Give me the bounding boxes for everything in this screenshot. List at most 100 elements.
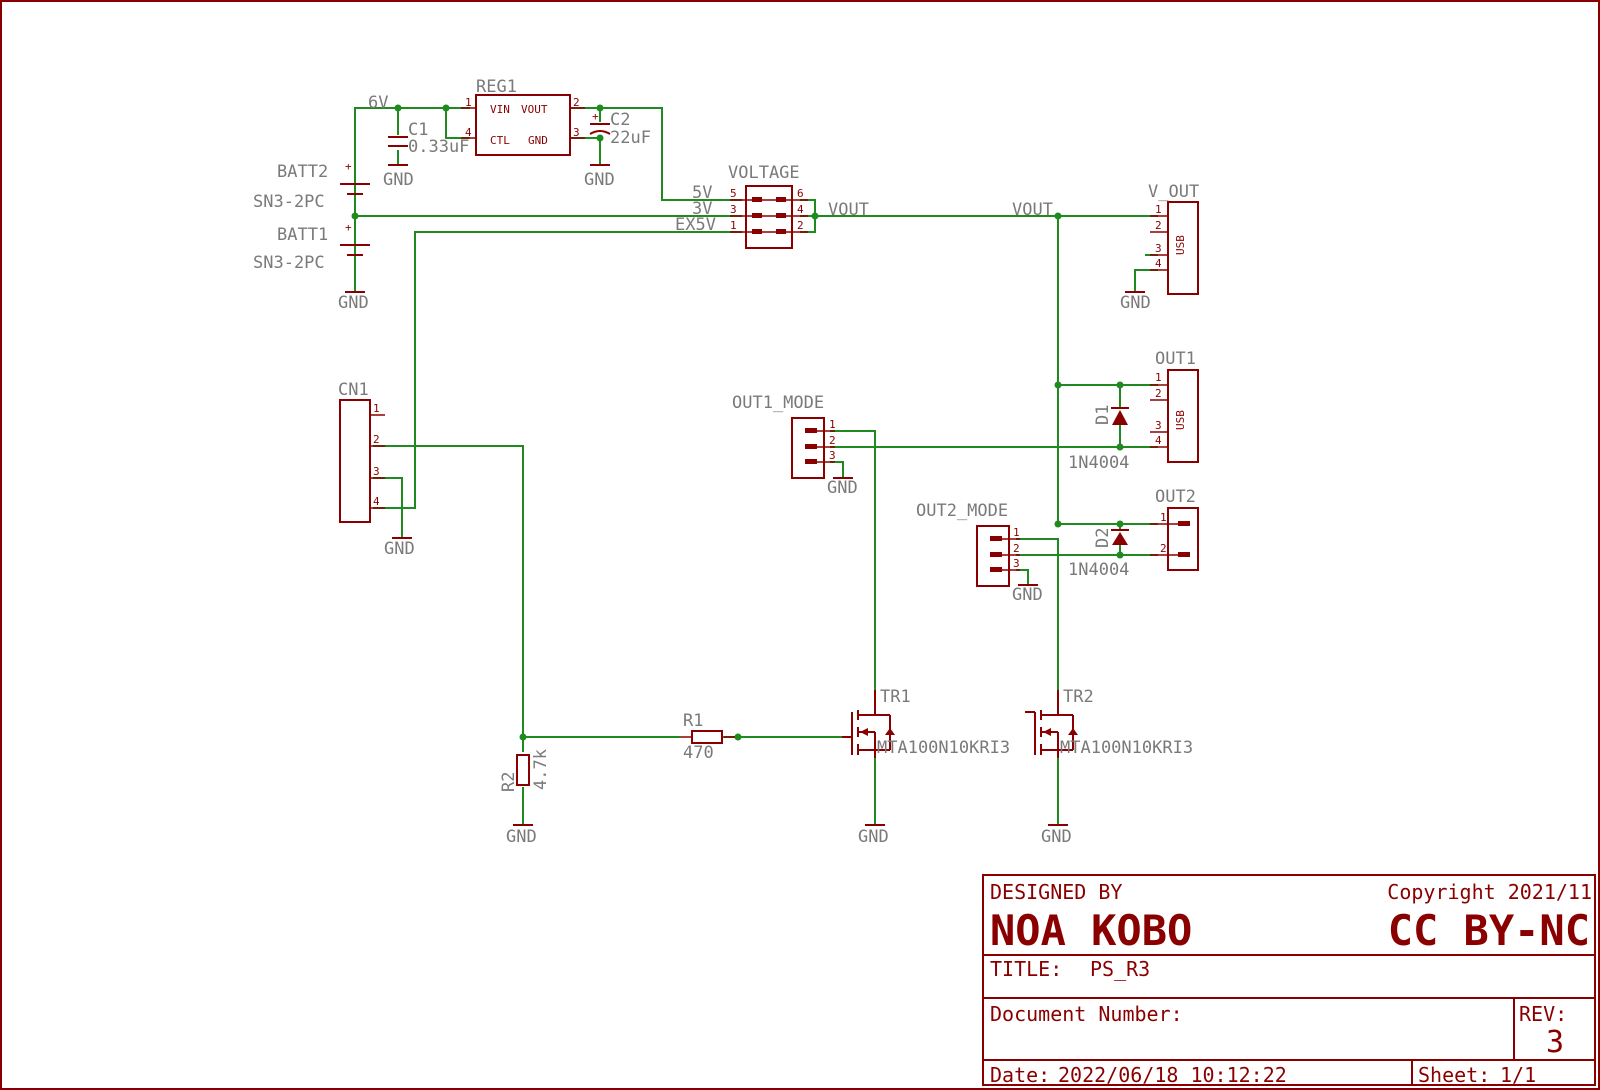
- gnd-label-batt: GND: [338, 293, 369, 313]
- svg-text:4: 4: [797, 203, 804, 216]
- batt1-battery[interactable]: + BATT1 SN3-2PC: [253, 221, 370, 273]
- net-6v-label: 6V: [368, 93, 388, 113]
- out1-mode-header[interactable]: OUT1_MODE 1 2 3: [732, 393, 836, 479]
- d1-value: 1N4004: [1068, 453, 1129, 473]
- svg-text:4: 4: [1155, 257, 1162, 270]
- batt2-label: BATT2: [277, 162, 328, 182]
- gnd-label-out2mode: GND: [1012, 585, 1043, 605]
- svg-text:4: 4: [373, 495, 380, 508]
- gnd-label-tr2: GND: [1041, 827, 1072, 847]
- tr2-mosfet[interactable]: TR2 MTA100N10KRI3: [1025, 687, 1193, 758]
- r2-label: R2: [499, 772, 519, 792]
- out1-mode-label: OUT1_MODE: [732, 393, 824, 413]
- svg-text:4: 4: [465, 126, 472, 139]
- out2-connector[interactable]: OUT2 1 2: [1150, 487, 1199, 571]
- r2-value: 4.7k: [531, 749, 551, 790]
- batt2-battery[interactable]: + BATT2 SN3-2PC: [253, 160, 370, 212]
- gnd-symbols: GND GND GND GND GND GND GND GND GND GND: [338, 164, 1151, 847]
- d1-diode[interactable]: D1 1N4004: [1068, 405, 1129, 473]
- svg-text:1: 1: [465, 96, 472, 109]
- reg1-vout: VOUT: [521, 103, 548, 116]
- svg-text:1: 1: [1155, 203, 1162, 216]
- gnd-label-c2: GND: [584, 170, 615, 190]
- r1-resistor[interactable]: R1 470: [680, 711, 735, 763]
- svg-text:+: +: [345, 221, 352, 234]
- svg-text:2: 2: [797, 219, 804, 232]
- tr1-mosfet[interactable]: TR1 MTA100N10KRI3: [842, 687, 1010, 758]
- svg-text:2: 2: [373, 433, 380, 446]
- out2-mode-header[interactable]: OUT2_MODE 1 2 3: [916, 501, 1020, 587]
- svg-text:2: 2: [573, 96, 580, 109]
- designer-name: NOA KOBO: [990, 906, 1192, 955]
- v-out-usb-text: USB: [1174, 235, 1187, 255]
- out1-usb-connector[interactable]: OUT1 1 2 3 4 USB: [1150, 349, 1199, 463]
- tr2-label: TR2: [1063, 687, 1094, 707]
- junctions: [351, 104, 1124, 741]
- tr2-value: MTA100N10KRI3: [1060, 738, 1193, 758]
- rev-value: 3: [1546, 1025, 1564, 1060]
- svg-text:6: 6: [797, 187, 804, 200]
- svg-text:2: 2: [1013, 542, 1020, 555]
- svg-text:2: 2: [1155, 219, 1162, 232]
- rev-label: REV:: [1519, 1002, 1567, 1026]
- reg1-gnd: GND: [528, 134, 548, 147]
- sheet-label: Sheet:: [1418, 1063, 1490, 1087]
- gnd-label-out1mode: GND: [827, 478, 858, 498]
- c2-value: 22uF: [610, 128, 651, 148]
- batt1-value: SN3-2PC: [253, 253, 325, 273]
- svg-text:3: 3: [730, 203, 737, 216]
- svg-text:3: 3: [373, 465, 380, 478]
- c1-capacitor[interactable]: C1 0.33uF: [388, 120, 469, 157]
- r2-resistor[interactable]: R2 4.7k: [499, 749, 551, 792]
- svg-text:+: +: [592, 110, 599, 123]
- svg-text:3: 3: [1155, 419, 1162, 432]
- d2-value: 1N4004: [1068, 560, 1129, 580]
- out2-mode-label: OUT2_MODE: [916, 501, 1008, 521]
- svg-text:3: 3: [829, 449, 836, 462]
- title-block: DESIGNED BY NOA KOBO Copyright 2021/11 C…: [982, 874, 1596, 1087]
- svg-text:4: 4: [1155, 434, 1162, 447]
- reg1-ctl: CTL: [490, 134, 510, 147]
- gnd-label-r2: GND: [506, 827, 537, 847]
- c2-capacitor[interactable]: + C2 22uF: [589, 110, 651, 148]
- voltage-selector-header[interactable]: VOLTAGE 5V 3V EX5V 5 3 1 6 4 2: [675, 163, 808, 249]
- gnd-label-tr1: GND: [858, 827, 889, 847]
- v-out-label: V_OUT: [1148, 182, 1199, 202]
- doc-number-label: Document Number:: [990, 1002, 1183, 1026]
- d2-diode[interactable]: D2 1N4004: [1068, 528, 1129, 580]
- net-vout-label-a: VOUT: [828, 200, 869, 220]
- v-out-usb-connector[interactable]: V_OUT 1 2 3 4 USB: [1148, 182, 1199, 295]
- net-vout-label-b: VOUT: [1012, 200, 1053, 220]
- date-label: Date:: [990, 1063, 1050, 1087]
- svg-text:3: 3: [1155, 242, 1162, 255]
- r1-label: R1: [683, 711, 703, 731]
- batt2-value: SN3-2PC: [253, 192, 325, 212]
- copyright-text: Copyright 2021/11: [1387, 880, 1592, 904]
- out1-label: OUT1: [1155, 349, 1196, 369]
- reg1-label: REG1: [476, 77, 517, 97]
- license-text: CC BY-NC: [1388, 906, 1590, 955]
- d1-label: D1: [1093, 405, 1113, 425]
- title-label: TITLE:: [990, 957, 1062, 981]
- svg-text:5: 5: [730, 187, 737, 200]
- sel-ex5v-label: EX5V: [675, 215, 716, 235]
- cn1-connector[interactable]: CN1 1 2 3 4: [338, 380, 385, 523]
- svg-text:3: 3: [573, 126, 580, 139]
- svg-text:1: 1: [829, 418, 836, 431]
- gnd-label-cn1: GND: [384, 539, 415, 559]
- svg-text:1: 1: [1155, 371, 1162, 384]
- reg1-regulator[interactable]: REG1 VIN VOUT CTL GND 1 4 2 3: [461, 77, 585, 156]
- svg-text:3: 3: [1013, 557, 1020, 570]
- svg-text:1: 1: [373, 402, 380, 415]
- c1-label: C1: [408, 120, 428, 140]
- out1-usb-text: USB: [1174, 410, 1187, 430]
- designed-by-label: DESIGNED BY: [990, 880, 1122, 904]
- svg-text:2: 2: [1155, 387, 1162, 400]
- reg1-vin: VIN: [490, 103, 510, 116]
- svg-text:2: 2: [1160, 542, 1167, 555]
- sel-5v-label: 5V: [692, 183, 712, 203]
- sel-3v-label: 3V: [692, 199, 712, 219]
- date-value: 2022/06/18 10:12:22: [1058, 1063, 1287, 1087]
